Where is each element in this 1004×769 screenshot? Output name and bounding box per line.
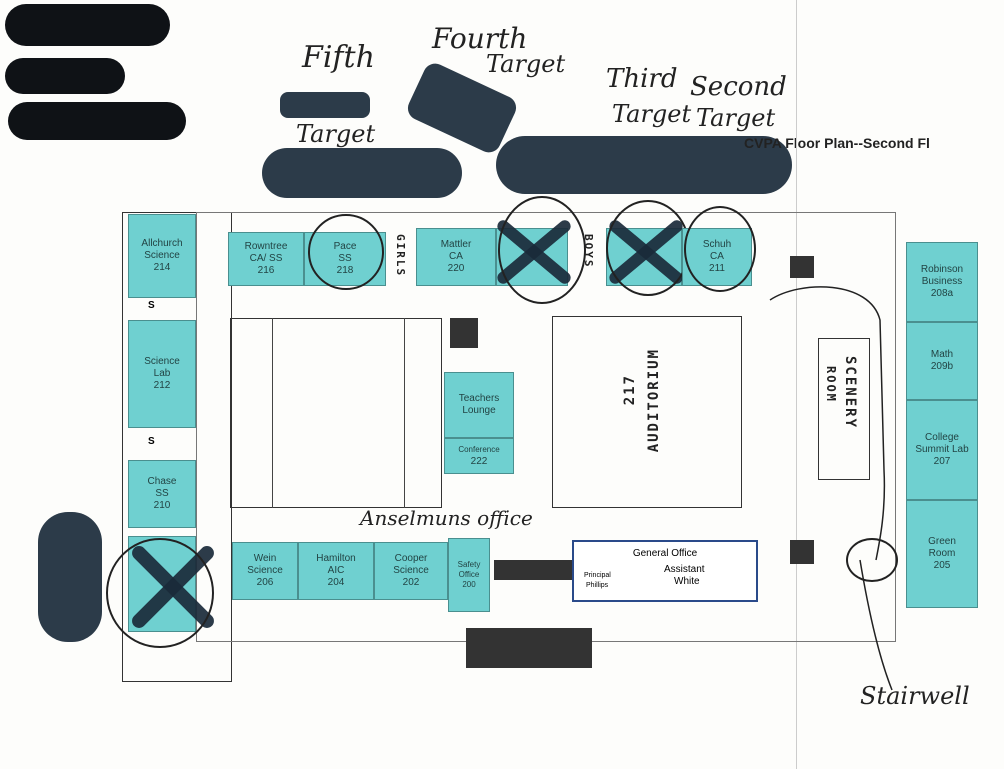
redaction-bar: [8, 102, 186, 140]
auditorium-outline: [552, 316, 742, 508]
scribble-mark: [38, 512, 102, 642]
assistant-name: White: [674, 576, 700, 587]
label-scenery: SCENERY: [842, 356, 858, 430]
stair-symbol: S: [148, 300, 155, 311]
annotation-stairwell: Stairwell: [860, 682, 970, 710]
label-boys: BOYS: [582, 234, 595, 269]
scenery-room-outline: [818, 338, 870, 480]
label-scenery-room: ROOM: [824, 366, 838, 403]
scribble-mark: [496, 136, 792, 194]
annotation-second-target: Target: [696, 104, 776, 132]
scribble-mark: [262, 148, 462, 198]
stair-block: [466, 628, 592, 668]
annotation-fourth: Fourth: [432, 22, 528, 55]
principal-name: Phillips: [586, 582, 609, 589]
general-office-title: General Office: [632, 548, 698, 559]
annotation-second: Second: [690, 72, 787, 102]
redaction-bar: [5, 58, 125, 94]
redaction-bar: [5, 4, 170, 46]
assistant-label: Assistant: [664, 564, 705, 575]
stair-block: [450, 318, 478, 348]
label-girls: GIRLS: [394, 234, 407, 278]
general-office: General Office Assistant White Principal…: [572, 540, 758, 602]
building-outline: [122, 212, 232, 682]
target-circle: [846, 538, 898, 582]
page-edge-line: [796, 0, 797, 769]
target-circle: [106, 538, 214, 648]
stair-block: [790, 256, 814, 278]
gym-divider: [272, 318, 273, 508]
stair-block: [494, 560, 572, 580]
target-circle: [498, 196, 586, 304]
target-circle: [684, 206, 756, 292]
principal-label: Principal: [584, 572, 611, 579]
gym-area: [230, 318, 442, 508]
annotation-fifth-target: Target: [296, 120, 376, 148]
annotation-fourth-target: Target: [486, 50, 566, 78]
target-circle: [308, 214, 384, 290]
stair-symbol: S: [148, 436, 155, 447]
gym-divider: [404, 318, 405, 508]
annotation-office: Anselmuns office: [360, 506, 533, 530]
annotation-third: Third: [606, 64, 678, 94]
scribble-mark: [280, 92, 370, 118]
annotation-third-target: Target: [612, 100, 692, 128]
annotation-fifth: Fifth: [302, 40, 375, 75]
page-title: CVPA Floor Plan--Second Fl: [744, 135, 930, 151]
stair-block: [790, 540, 814, 564]
